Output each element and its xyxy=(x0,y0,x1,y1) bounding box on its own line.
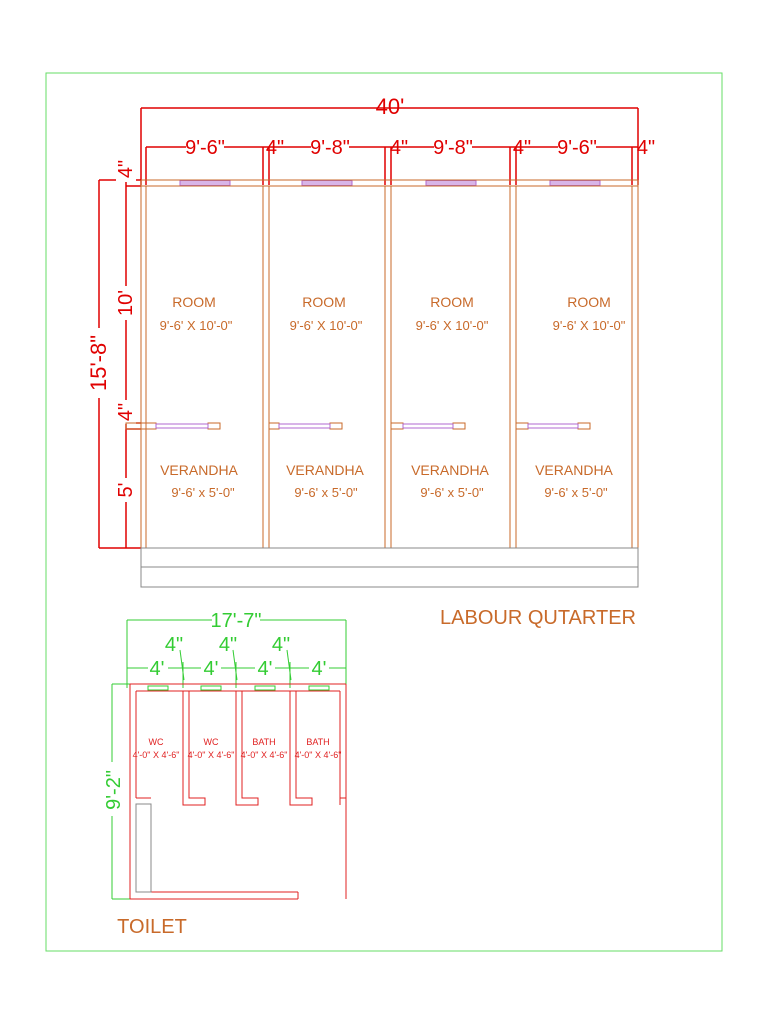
toilet-plan: 17'-7" 4" 4" 4" 4' 4' 4' 4' 9'-2" xyxy=(102,610,347,938)
labour-quarter-title: LABOUR QUTARTER xyxy=(440,607,636,629)
toilet-unit-3-name: BATH xyxy=(252,737,275,747)
verandha-1-name: VERANDHA xyxy=(160,462,238,478)
room-4-size: 9'-6' X 10'-0" xyxy=(553,318,626,333)
room-labels: ROOM 9'-6' X 10'-0" ROOM 9'-6' X 10'-0" … xyxy=(160,294,626,333)
room-3-name: ROOM xyxy=(430,294,474,310)
wall-thickness-3: 4" xyxy=(513,137,531,159)
room-1-name: ROOM xyxy=(172,294,216,310)
top-windows xyxy=(179,180,601,186)
toilet-entry-door xyxy=(135,803,152,893)
toilet-unit-1-name: WC xyxy=(149,737,164,747)
verandha-3-size: 9'-6' x 5'-0" xyxy=(420,485,484,500)
plinth-band xyxy=(140,547,639,588)
room-2-name: ROOM xyxy=(302,294,346,310)
wall-thickness-1: 4" xyxy=(266,137,284,159)
toilet-wall-dim-2: 4" xyxy=(219,634,237,656)
toilet-unit-labels: WC 4'-0" X 4'-6" WC 4'-0" X 4'-6" BATH 4… xyxy=(133,737,342,760)
toilet-unit-2-name: WC xyxy=(204,737,219,747)
width-segment-2: 9'-8" xyxy=(310,137,350,159)
width-segment-3: 9'-8" xyxy=(433,137,473,159)
toilet-overall-depth: 9'-2" xyxy=(103,770,125,810)
toilet-unit-width-4: 4' xyxy=(312,658,327,680)
drawing-border xyxy=(45,72,723,952)
toilet-unit-4-name: BATH xyxy=(306,737,329,747)
toilet-unit-1-size: 4'-0" X 4'-6" xyxy=(133,750,180,760)
toilet-title: TOILET xyxy=(117,916,187,938)
verandha-1-size: 9'-6' x 5'-0" xyxy=(171,485,235,500)
toilet-unit-width-3: 4' xyxy=(258,658,273,680)
wall-thickness-4: 4" xyxy=(637,137,655,159)
overall-width-label: 40' xyxy=(376,94,405,119)
toilet-overall-width: 17'-7" xyxy=(211,610,262,632)
toilet-unit-3-size: 4'-0" X 4'-6" xyxy=(241,750,288,760)
room-4-name: ROOM xyxy=(567,294,611,310)
toilet-unit-width-2: 4' xyxy=(204,658,219,680)
toilet-unit-width-1: 4' xyxy=(150,658,165,680)
verandha-3-name: VERANDHA xyxy=(411,462,489,478)
depth-segment-2: 10' xyxy=(115,290,137,316)
verandha-2-size: 9'-6' x 5'-0" xyxy=(294,485,358,500)
labour-quarter-plan: 40' 9'-6" 9'-8" 9'-8" 9'-6" 4" 4" 4" 4" xyxy=(86,94,655,629)
room-1-size: 9'-6' X 10'-0" xyxy=(160,318,233,333)
toilet-unit-4-size: 4'-0" X 4'-6" xyxy=(295,750,342,760)
overall-depth-label: 15'-8" xyxy=(86,335,111,391)
wall-thickness-2: 4" xyxy=(390,137,408,159)
toilet-wall-dim-3: 4" xyxy=(272,634,290,656)
middle-windows xyxy=(155,423,579,429)
room-3-size: 9'-6' X 10'-0" xyxy=(416,318,489,333)
verandha-2-name: VERANDHA xyxy=(286,462,364,478)
width-segment-1: 9'-6" xyxy=(185,137,225,159)
toilet-wall-dim-1: 4" xyxy=(165,634,183,656)
room-2-size: 9'-6' X 10'-0" xyxy=(290,318,363,333)
verandha-4-size: 9'-6' x 5'-0" xyxy=(544,485,608,500)
toilet-unit-2-size: 4'-0" X 4'-6" xyxy=(188,750,235,760)
segment-dimension-line xyxy=(145,146,638,185)
verandha-labels: VERANDHA 9'-6' x 5'-0" VERANDHA 9'-6' x … xyxy=(160,462,613,500)
depth-segment-3: 4" xyxy=(115,403,137,421)
depth-segment-1: 4" xyxy=(115,160,137,178)
width-segment-4: 9'-6" xyxy=(557,137,597,159)
toilet-windows xyxy=(147,685,330,691)
depth-segment-4: 5' xyxy=(115,483,137,498)
verandha-4-name: VERANDHA xyxy=(535,462,613,478)
quarter-walls xyxy=(125,179,639,548)
toilet-walls xyxy=(129,683,347,900)
